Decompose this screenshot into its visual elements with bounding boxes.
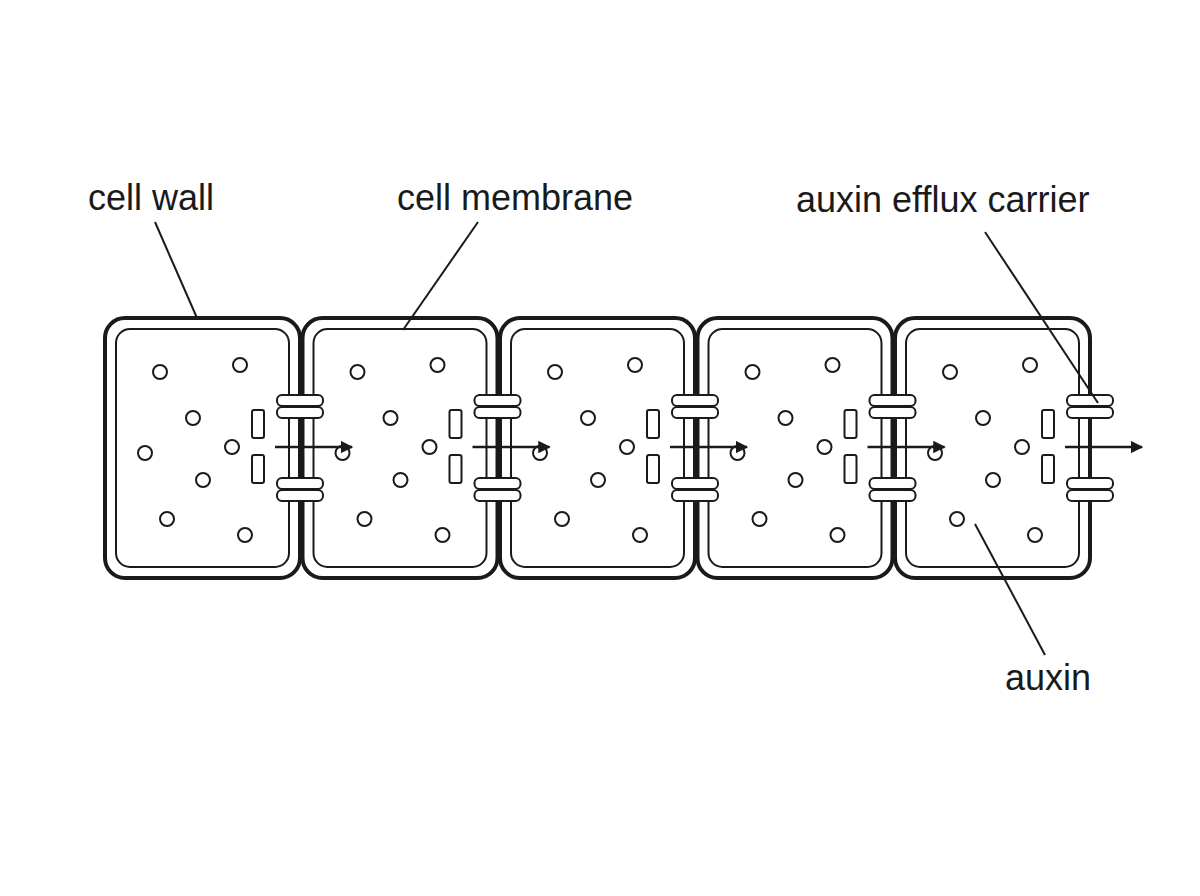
carrier-vesicle [450, 455, 462, 483]
carrier-vesicle [1042, 455, 1054, 483]
transport-arrow [275, 446, 352, 449]
carrier-protein [475, 478, 521, 489]
carrier-vesicle [845, 410, 857, 438]
carrier-protein [672, 395, 718, 406]
carrier-protein [475, 407, 521, 418]
leader-lines [155, 222, 1098, 655]
auxin-molecule [384, 411, 398, 425]
carrier-protein [672, 490, 718, 501]
auxin-molecule [826, 358, 840, 372]
auxin-efflux-carrier [670, 395, 747, 501]
carrier-vesicle [252, 410, 264, 438]
auxin-efflux-carrier [275, 395, 352, 501]
auxin-molecule [746, 365, 760, 379]
carrier-protein [277, 490, 323, 501]
leader-line [985, 232, 1098, 403]
carrier-protein [870, 490, 916, 501]
auxin-molecule [233, 358, 247, 372]
leader-line [403, 222, 478, 330]
auxin-molecule [394, 473, 408, 487]
carrier-protein [277, 395, 323, 406]
carrier-vesicle [647, 410, 659, 438]
transport-arrow [473, 446, 550, 449]
plant-cell [105, 318, 300, 578]
auxin-molecule [818, 440, 832, 454]
cell-membrane [116, 329, 289, 567]
auxin-molecule [423, 440, 437, 454]
part-label: cell wall [88, 178, 214, 218]
auxin-molecule [436, 528, 450, 542]
carrier-vesicle [845, 455, 857, 483]
carrier-protein [475, 395, 521, 406]
auxin-molecule [1023, 358, 1037, 372]
auxin-molecule [555, 512, 569, 526]
carrier-protein [1067, 478, 1113, 489]
cell-wall [105, 318, 300, 578]
carrier-protein [672, 407, 718, 418]
auxin-molecule [620, 440, 634, 454]
carrier-vesicle [647, 455, 659, 483]
carrier-protein [1067, 395, 1113, 406]
auxin-molecule [548, 365, 562, 379]
transport-arrow [1065, 446, 1142, 449]
auxin-efflux-carrier [473, 395, 550, 501]
auxin-molecule [1015, 440, 1029, 454]
auxin-molecule [160, 512, 174, 526]
carrier-vesicle [252, 455, 264, 483]
carrier-protein [870, 478, 916, 489]
transport-arrow [670, 446, 747, 449]
auxin-molecule [831, 528, 845, 542]
part-label: auxin [1005, 658, 1091, 698]
auxin-molecule [238, 528, 252, 542]
carrier-protein [475, 490, 521, 501]
leader-line [975, 524, 1045, 655]
auxin-molecule [581, 411, 595, 425]
auxin-molecule [986, 473, 1000, 487]
auxin-molecule [351, 365, 365, 379]
carrier-protein [1067, 490, 1113, 501]
auxin-molecule [779, 411, 793, 425]
carrier-protein [870, 395, 916, 406]
auxin-molecule [138, 446, 152, 460]
carrier-protein [277, 407, 323, 418]
leader-line [155, 222, 197, 318]
transport-arrow [868, 446, 945, 449]
auxin-molecule [753, 512, 767, 526]
auxin-molecule [628, 358, 642, 372]
auxin-molecule [789, 473, 803, 487]
auxin-molecule [591, 473, 605, 487]
carrier-protein [870, 407, 916, 418]
auxin-molecule [431, 358, 445, 372]
auxin-molecule [186, 411, 200, 425]
auxin-molecule [976, 411, 990, 425]
carrier-vesicle [450, 410, 462, 438]
auxin-molecule [358, 512, 372, 526]
auxin-molecule [153, 365, 167, 379]
plant-cells [105, 318, 1090, 578]
auxin-molecule [1028, 528, 1042, 542]
auxin-efflux-carrier [1065, 395, 1142, 501]
carrier-protein [277, 478, 323, 489]
auxin-efflux-carrier [868, 395, 945, 501]
carrier-protein [672, 478, 718, 489]
auxin-molecule [950, 512, 964, 526]
part-label: auxin efflux carrier [796, 180, 1089, 220]
auxin-molecule [225, 440, 239, 454]
part-label: cell membrane [397, 178, 633, 218]
auxin-molecule [196, 473, 210, 487]
carrier-protein [1067, 407, 1113, 418]
carrier-vesicle [1042, 410, 1054, 438]
auxin-molecule [633, 528, 647, 542]
auxin-molecule [943, 365, 957, 379]
